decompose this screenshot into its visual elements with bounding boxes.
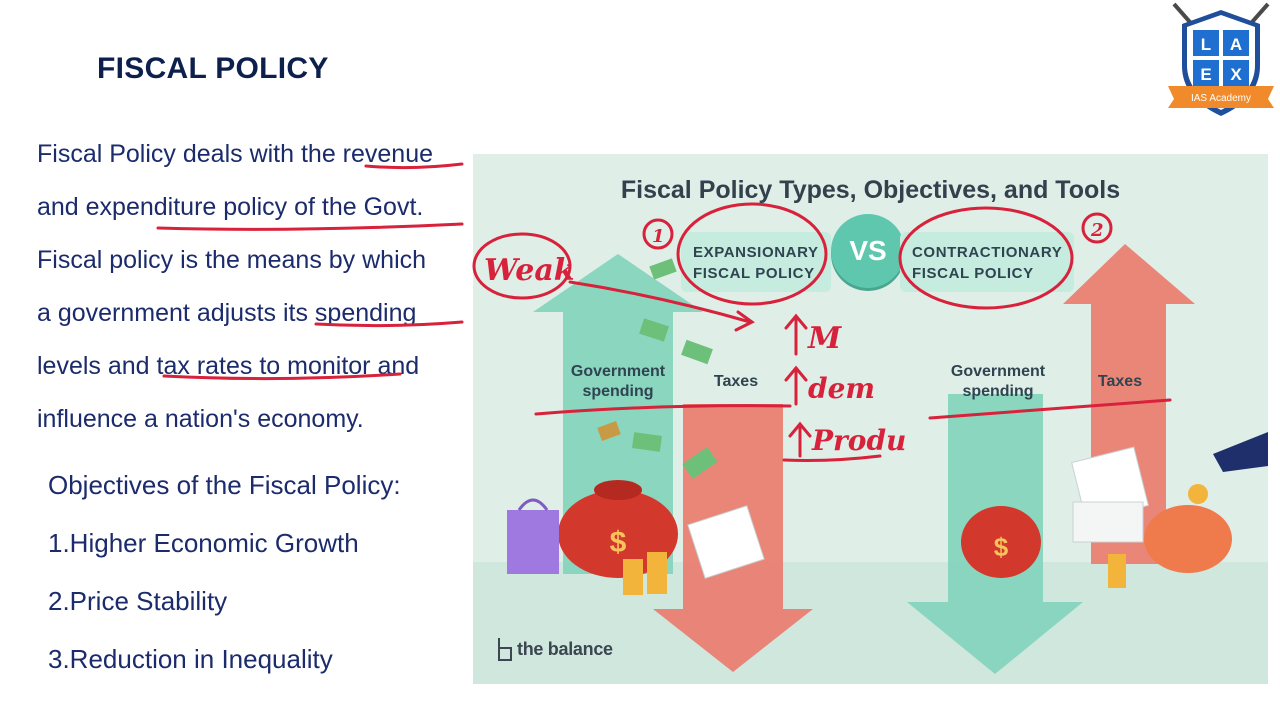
paragraph-line: and expenditure policy of the Govt. (37, 193, 424, 221)
label-line: spending (962, 383, 1034, 400)
laex-logo: L A E X IAS Academy (1168, 2, 1274, 116)
expansionary-line1: EXPANSIONARY (693, 244, 819, 261)
expansionary-line2: FISCAL POLICY (693, 265, 815, 282)
svg-text:$: $ (994, 532, 1009, 562)
left-taxes-label: Taxes (713, 373, 759, 390)
paragraph-line: levels and tax rates to monitor and (37, 352, 420, 380)
label-line: spending (582, 383, 654, 400)
slide-title: FISCAL POLICY (97, 52, 329, 85)
objective-item: 2.Price Stability (48, 586, 228, 616)
objective-item: 3.Reduction in Inequality (48, 644, 333, 674)
infographic-artwork: $ $ (473, 244, 1268, 684)
paragraph-line: Fiscal policy is the means by which (37, 246, 427, 274)
objective-item: 1.Higher Economic Growth (48, 528, 359, 558)
contractionary-label: CONTRACTIONARY FISCAL POLICY (900, 232, 1075, 292)
paragraph-line: influence a nation's economy. (37, 405, 364, 433)
expansionary-label: EXPANSIONARY FISCAL POLICY (681, 232, 831, 292)
svg-text:$: $ (610, 526, 627, 559)
the-balance-logo-icon (498, 638, 512, 661)
paragraph-line: Fiscal Policy deals with the revenue (37, 140, 434, 168)
left-government-spending-label: Government spending (563, 362, 673, 402)
logo-letter-x: X (1230, 65, 1242, 84)
brand-name: the balance (517, 639, 613, 659)
vs-badge: VS (831, 214, 905, 288)
paragraph-line: a government adjusts its spending (37, 299, 417, 327)
fiscal-policy-infographic: $ $ Fiscal Policy Types, Objectives, and… (473, 154, 1268, 684)
objectives-heading: Objectives of the Fiscal Policy: (48, 470, 401, 500)
right-government-spending-label: Government spending (943, 362, 1053, 402)
contractionary-line1: CONTRACTIONARY (912, 244, 1063, 261)
contractionary-line2: FISCAL POLICY (912, 265, 1034, 282)
logo-letter-e: E (1200, 65, 1211, 84)
label-line: Government (570, 363, 666, 380)
definition-paragraph: Fiscal Policy deals with the revenue and… (37, 128, 463, 446)
right-taxes-label: Taxes (1097, 373, 1143, 390)
logo-letter-l: L (1201, 35, 1211, 54)
logo-ribbon-text: IAS Academy (1191, 93, 1251, 104)
label-line: Government (950, 363, 1046, 380)
logo-letter-a: A (1230, 35, 1242, 54)
infographic-title: Fiscal Policy Types, Objectives, and Too… (620, 176, 1121, 204)
